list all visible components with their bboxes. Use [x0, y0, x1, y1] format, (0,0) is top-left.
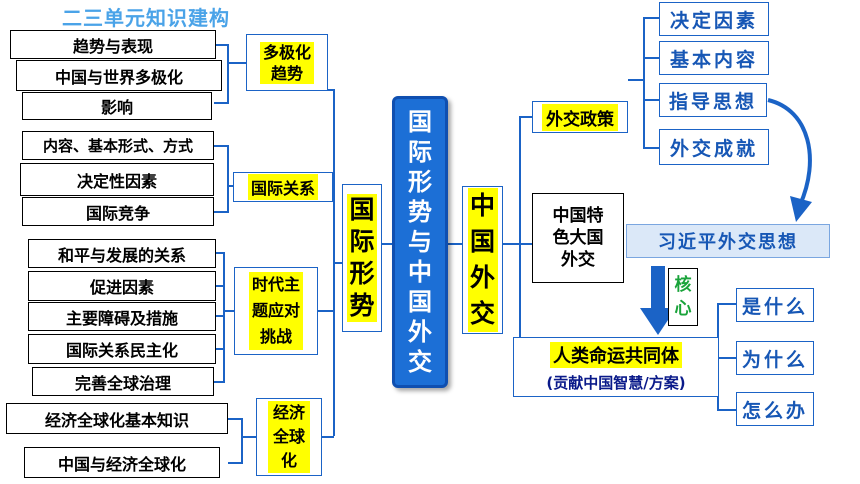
multipolar-label-text: 多极化趋势: [260, 41, 314, 84]
international-situation-hub: 国际形势: [342, 184, 382, 332]
policy-label: 外交政策: [532, 101, 628, 133]
policy-item-guiding: 指导思想: [659, 83, 767, 117]
page-title: 二三单元知识建构: [62, 6, 230, 30]
relations-label-text: 国际关系: [247, 174, 318, 200]
xi-diplomacy-thought: 习近平外交思想: [626, 224, 830, 258]
policy-item-content: 基本内容: [659, 41, 769, 75]
community-item-why: 为什么: [736, 341, 814, 375]
center-topic-text: 国际形势与中国外交: [408, 108, 432, 376]
hub-left-text: 国际形势: [347, 194, 377, 322]
multipolar-label: 多极化趋势: [246, 34, 328, 91]
community-item-what: 是什么: [736, 288, 814, 322]
theme-item-peace: 和平与发展的关系: [28, 239, 216, 268]
multipolar-item-china: 中国与世界多极化: [16, 60, 222, 91]
relations-item-content: 内容、基本形式、方式: [22, 131, 214, 160]
china-diplomacy-hub: 中国外交: [462, 186, 503, 334]
economy-item-basic: 经济全球化基本知识: [6, 403, 228, 434]
multipolar-item-trend: 趋势与表现: [10, 30, 216, 59]
economy-item-china: 中国与经济全球化: [24, 447, 220, 478]
relations-item-competition: 国际竞争: [22, 197, 214, 226]
hub-right-text: 中国外交: [467, 188, 498, 332]
multipolar-item-impact: 影响: [22, 92, 212, 120]
economy-label: 经济全球化: [256, 398, 322, 476]
relations-item-decisive: 决定性因素: [20, 163, 214, 196]
theme-label: 时代主题应对挑战: [234, 267, 318, 355]
special-diplomacy: 中国特色大国外交: [532, 193, 624, 283]
community-label: 人类命运共同体: [550, 341, 682, 368]
special-diplomacy-text: 中国特色大国外交: [552, 206, 604, 270]
theme-item-promote: 促进因素: [28, 271, 216, 301]
community-box: 人类命运共同体 (贡献中国智慧/方案): [513, 337, 719, 397]
community-item-how: 怎么办: [736, 392, 814, 426]
center-topic: 国际形势与中国外交: [392, 96, 448, 388]
theme-item-governance: 完善全球治理: [32, 367, 214, 396]
core-label-text: 核心: [674, 275, 692, 319]
theme-label-text: 时代主题应对挑战: [249, 272, 303, 350]
policy-item-factors: 决定因素: [659, 2, 769, 36]
core-label: 核心: [668, 268, 698, 326]
policy-label-text: 外交政策: [542, 103, 618, 131]
theme-item-democracy: 国际关系民主化: [28, 334, 216, 364]
relations-label: 国际关系: [233, 172, 333, 202]
economy-label-text: 经济全球化: [268, 401, 310, 473]
policy-item-achievements: 外交成就: [659, 129, 769, 165]
theme-item-obstacle: 主要障碍及措施: [28, 302, 216, 331]
community-sub: (贡献中国智慧/方案): [546, 373, 686, 392]
